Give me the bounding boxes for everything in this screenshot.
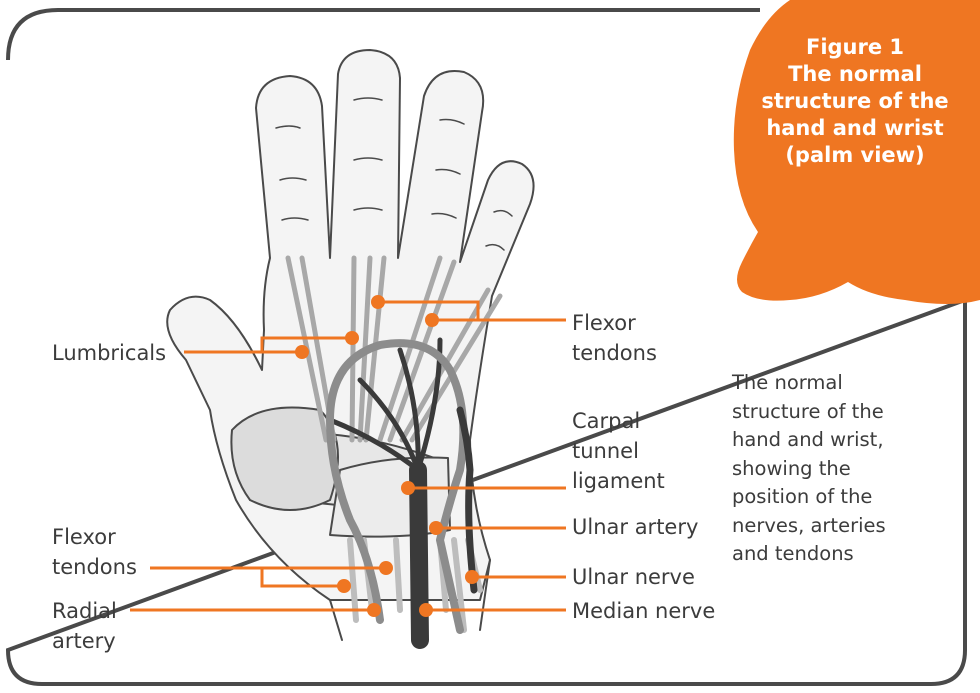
label-line: Flexor — [52, 522, 137, 552]
label-line: Flexor — [572, 308, 657, 338]
figure-title-line: structure of the — [738, 88, 972, 115]
hand-illustration — [167, 50, 533, 640]
label-line: Ulnar artery — [572, 512, 698, 542]
label-line: Radial — [52, 596, 117, 626]
label-line: artery — [52, 626, 117, 656]
median-nerve — [418, 470, 420, 640]
description-line: showing the — [732, 455, 886, 484]
label-line: Carpal — [572, 406, 665, 436]
description-line: and tendons — [732, 540, 886, 569]
description-line: hand and wrist, — [732, 426, 886, 455]
description-line: nerves, arteries — [732, 512, 886, 541]
label-line: Lumbricals — [52, 338, 166, 368]
label-median-nerve: Median nerve — [572, 596, 715, 626]
label-line: Median nerve — [572, 596, 715, 626]
label-radial-artery: Radial artery — [52, 596, 117, 656]
label-line: tendons — [52, 552, 137, 582]
label-carpal-tunnel-ligament: Carpal tunnel ligament — [572, 406, 665, 496]
label-line: tendons — [572, 338, 657, 368]
label-flexor-tendons-upper: Flexor tendons — [572, 308, 657, 368]
description-line: The normal — [732, 369, 886, 398]
label-ulnar-artery: Ulnar artery — [572, 512, 698, 542]
figure-description: The normal structure of the hand and wri… — [732, 369, 886, 569]
description-line: structure of the — [732, 398, 886, 427]
figure-title-line: (palm view) — [738, 142, 972, 169]
figure-title-line: hand and wrist — [738, 115, 972, 142]
label-lumbricals: Lumbricals — [52, 338, 166, 368]
figure-title-line: The normal — [738, 61, 972, 88]
label-ulnar-nerve: Ulnar nerve — [572, 562, 695, 592]
figure-title: Figure 1 The normal structure of the han… — [738, 34, 972, 169]
description-line: position of the — [732, 483, 886, 512]
label-flexor-tendons-lower: Flexor tendons — [52, 522, 137, 582]
label-line: Ulnar nerve — [572, 562, 695, 592]
figure-title-line: Figure 1 — [738, 34, 972, 61]
label-line: ligament — [572, 466, 665, 496]
label-line: tunnel — [572, 436, 665, 466]
